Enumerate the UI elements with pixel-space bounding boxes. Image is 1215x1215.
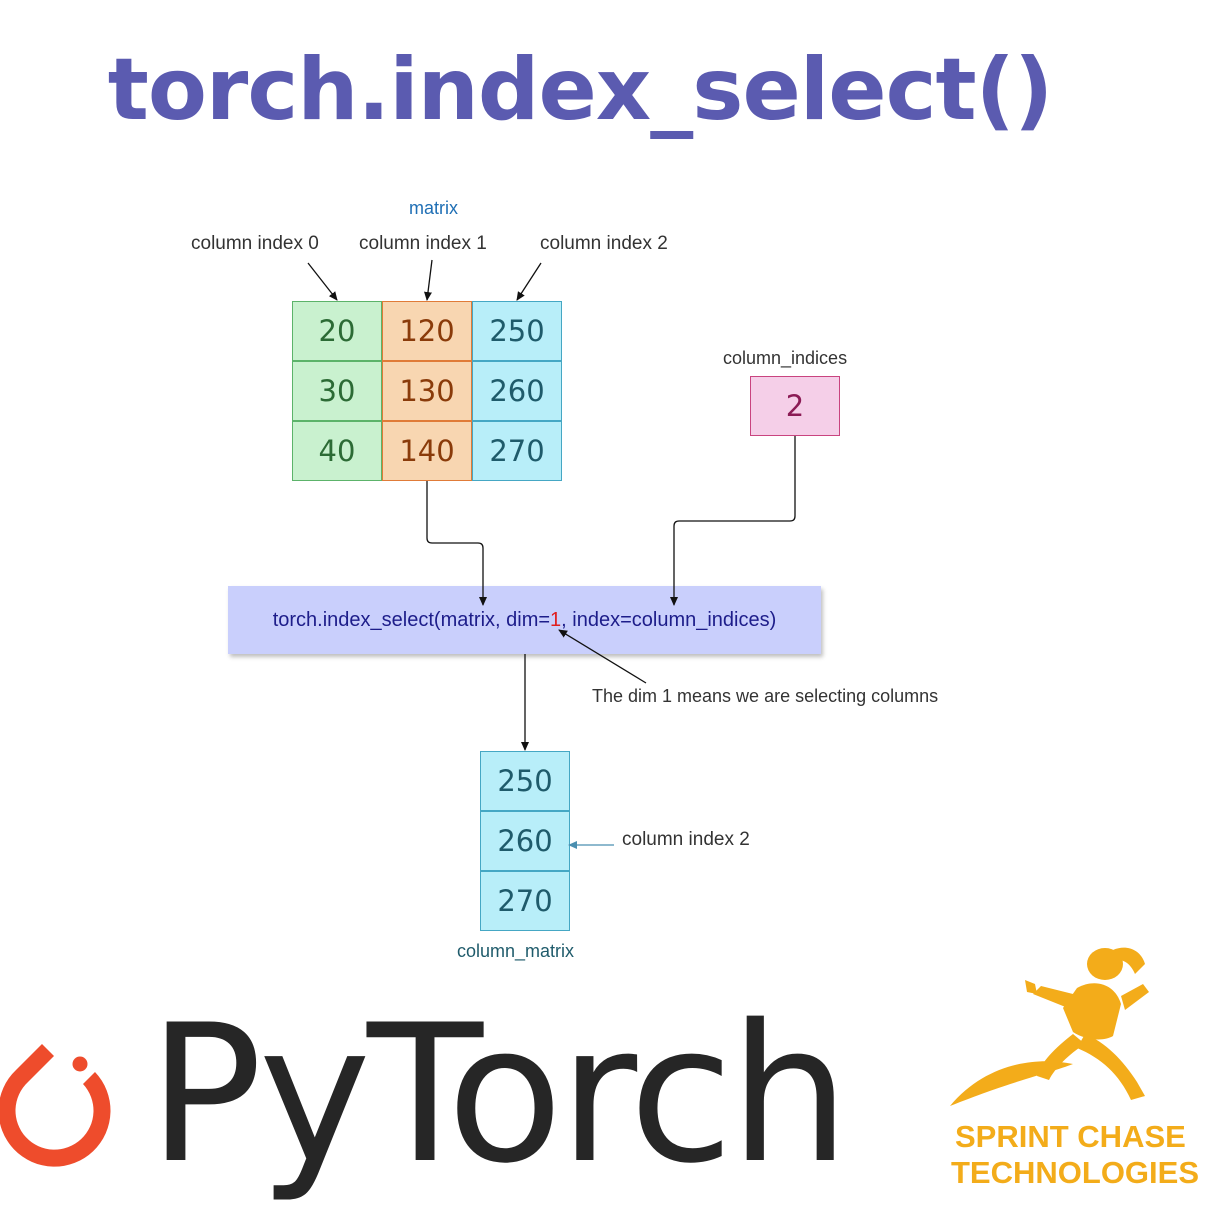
function-call-prefix: torch.index_select(matrix, dim= [272,608,551,631]
page-title: torch.index_select() [107,40,1054,140]
result-cell: 260 [480,811,570,871]
matrix-cell: 140 [382,421,472,481]
matrix-cell: 260 [472,361,562,421]
column-label-0: column index 0 [191,233,319,254]
arrow-col2 [516,262,542,301]
arrow-dim-note [558,629,647,684]
indices-label: column_indices [723,348,848,368]
result-cell: 270 [480,871,570,931]
pytorch-wordmark: PyTorch [148,984,850,1205]
matrix-cell: 20 [292,301,382,361]
matrix-label: matrix [409,198,458,218]
function-call-box: torch.index_select(matrix, dim=1, index=… [228,586,821,654]
runner-icon [950,947,1149,1106]
matrix-cell: 30 [292,361,382,421]
indices-cell: 2 [750,376,840,436]
pytorch-flame-icon [0,1044,111,1167]
company-name-line2: TECHNOLOGIES [951,1155,1200,1190]
arrow-col0 [307,262,338,301]
result-label: column_matrix [457,941,575,961]
result-side-label: column index 2 [622,829,750,850]
arrow-indices-to-function [670,436,796,606]
result-cell: 250 [480,751,570,811]
column-label-2: column index 2 [540,233,668,254]
function-call-suffix: , index=column_indices) [561,608,777,631]
column-label-1: column index 1 [359,233,487,254]
function-call-dim: 1 [550,608,562,631]
company-name-line1: SPRINT CHASE [955,1119,1186,1154]
matrix-cell: 120 [382,301,472,361]
matrix-cell: 130 [382,361,472,421]
arrow-matrix-to-function [426,481,487,606]
dim-note: The dim 1 means we are selecting columns [592,686,939,706]
matrix-cell: 40 [292,421,382,481]
arrow-col1 [424,259,433,301]
matrix-cell: 270 [472,421,562,481]
matrix-cell: 250 [472,301,562,361]
